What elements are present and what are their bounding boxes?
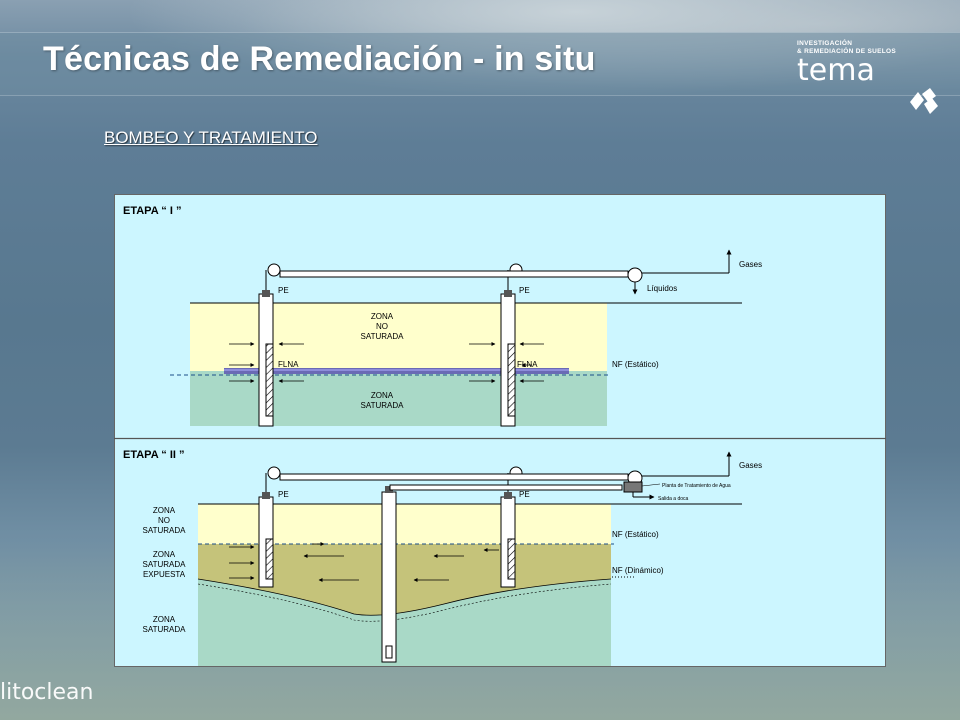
pump-and-treat-diagram: ETAPA “ I ” PE PE Gases Líquidos ZONA NO… (114, 194, 888, 674)
stage1-liquids-label: Líquidos (647, 284, 677, 293)
stage2-title: ETAPA “ II ” (123, 449, 185, 461)
stage1-pipe (279, 270, 629, 278)
pump-icon (267, 466, 281, 480)
stage1-zone-sat-2: SATURADA (361, 401, 405, 410)
stage2-nf-dynamic-label: NF (Dinámico) (612, 566, 664, 575)
stage2-pe-label-2: PE (519, 490, 530, 499)
stage2-gas-pipe (279, 473, 629, 481)
logo-line-2: & REMEDIACIÓN DE SUELOS (797, 48, 896, 55)
stage1-zone-unsat-3: SATURADA (361, 332, 405, 341)
logo-name: tema (797, 53, 875, 88)
stage1-flna-label-1: FLNA (278, 360, 299, 369)
logo-line-1: INVESTIGACIÓN (797, 40, 853, 47)
tema-logo: INVESTIGACIÓN & REMEDIACIÓN DE SUELOS te… (797, 40, 896, 86)
stage1-pe-label-2: PE (519, 286, 530, 295)
stage1-gases-label: Gases (739, 260, 762, 269)
diagram-svg: ETAPA “ I ” PE PE Gases Líquidos ZONA NO… (114, 194, 886, 667)
flna-layer (224, 368, 569, 374)
stage2-zone-unsat-1: ZONA (153, 506, 176, 515)
stage2-zone-unsat-2: NO (158, 516, 170, 525)
stage2-zone-exposed-1: ZONA (153, 550, 176, 559)
pump-icon (267, 263, 281, 277)
treatment-plant-label: Planta de Tratamiento de Agua (662, 483, 731, 489)
stage1-saturated-zone (190, 371, 607, 426)
stage1-zone-sat-1: ZONA (371, 391, 394, 400)
stage2-pe-label-1: PE (278, 490, 289, 499)
separator-icon (627, 267, 643, 283)
stage1-title: ETAPA “ I ” (123, 205, 181, 217)
stage1-zone-unsat-1: ZONA (371, 312, 394, 321)
treatment-plant-icon (623, 481, 643, 493)
stage2-zone-sat-2: SATURADA (143, 625, 187, 634)
footer-brand: litoclean (0, 680, 94, 705)
stage2-nf-static-label: NF (Estático) (612, 530, 659, 539)
stage1-zone-unsat-2: NO (376, 322, 388, 331)
stage1-pe-label-1: PE (278, 286, 289, 295)
stage2-zone-sat-1: ZONA (153, 615, 176, 624)
stage1-nf-static-label: NF (Estático) (612, 360, 659, 369)
stage2-zone-exposed-3: EXPUESTA (143, 570, 186, 579)
section-subtitle: BOMBEO Y TRATAMIENTO (104, 128, 318, 147)
stage2-water-pipe (389, 484, 623, 491)
stage2-gases-label: Gases (739, 461, 762, 470)
stage2-zone-unsat-3: SATURADA (143, 526, 187, 535)
pumping-well (381, 491, 397, 663)
stage2-zone-exposed-2: SATURADA (143, 560, 187, 569)
outlet-label: Salida a doca (658, 496, 689, 502)
leaf-logo-icon (906, 86, 940, 123)
title-bar (0, 32, 960, 96)
stage1-flna-label-2: FLNA (517, 360, 538, 369)
page-title: Técnicas de Remediación - in situ (43, 40, 596, 78)
stage2-saturated-zone (198, 579, 611, 666)
